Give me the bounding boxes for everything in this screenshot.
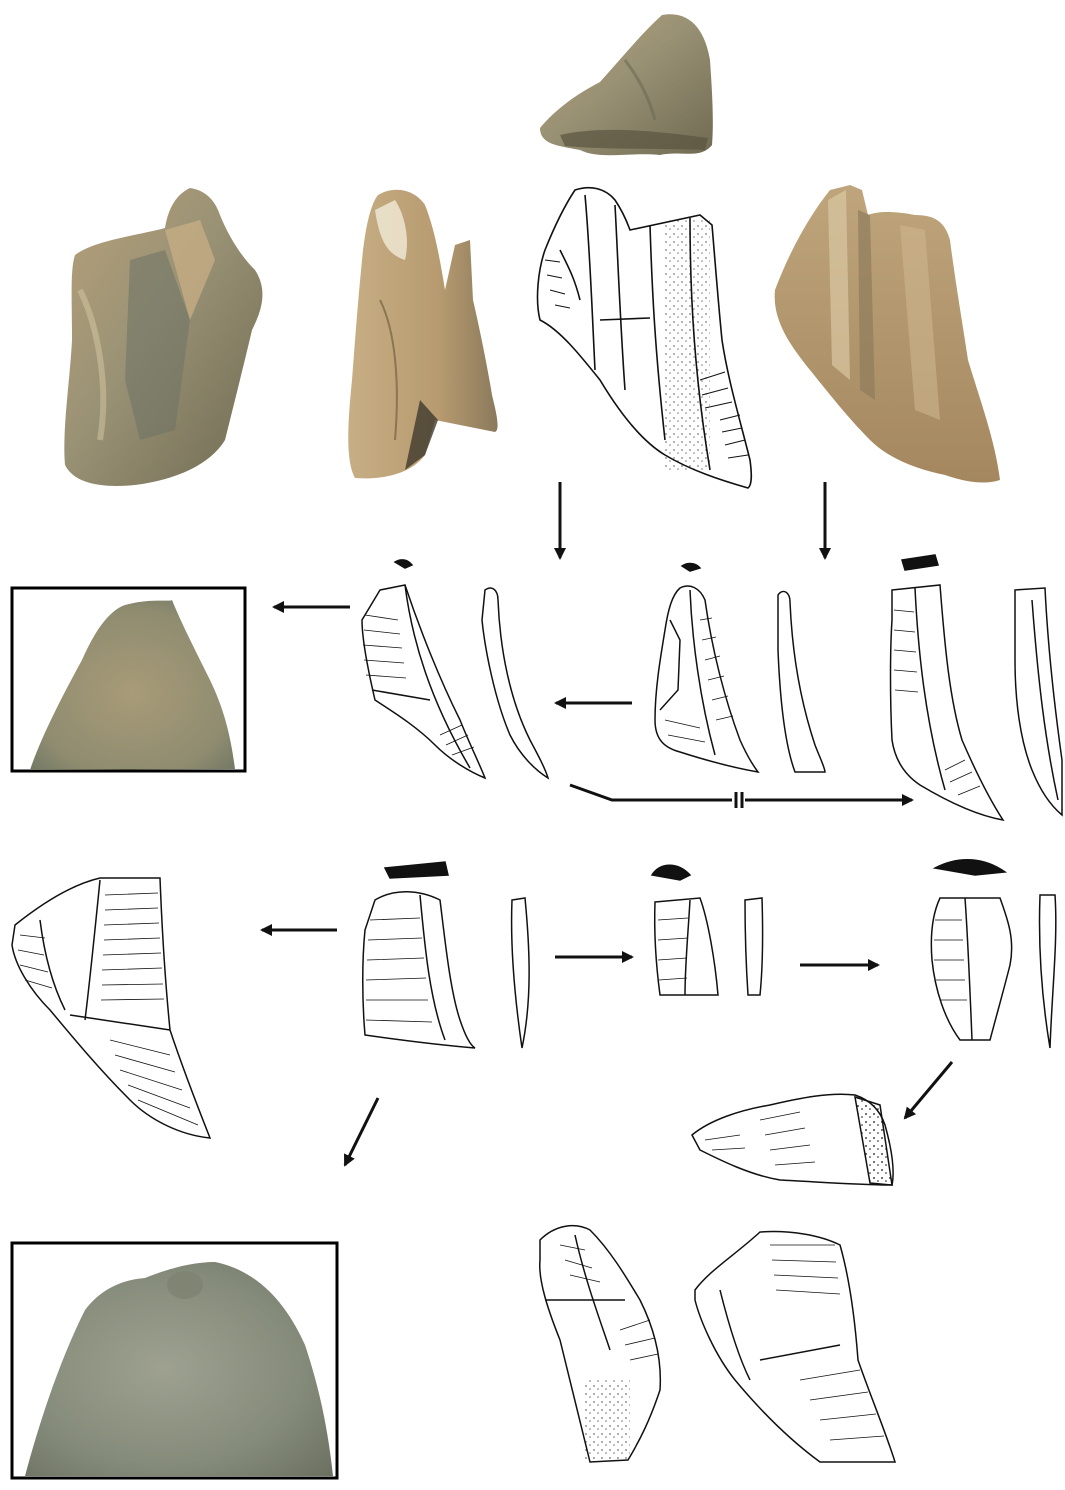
blade-tip-detail-photo — [12, 1243, 337, 1478]
bladelet-tip-detail-photo — [12, 588, 245, 771]
bladelet-5-profile-drawing — [745, 898, 763, 995]
